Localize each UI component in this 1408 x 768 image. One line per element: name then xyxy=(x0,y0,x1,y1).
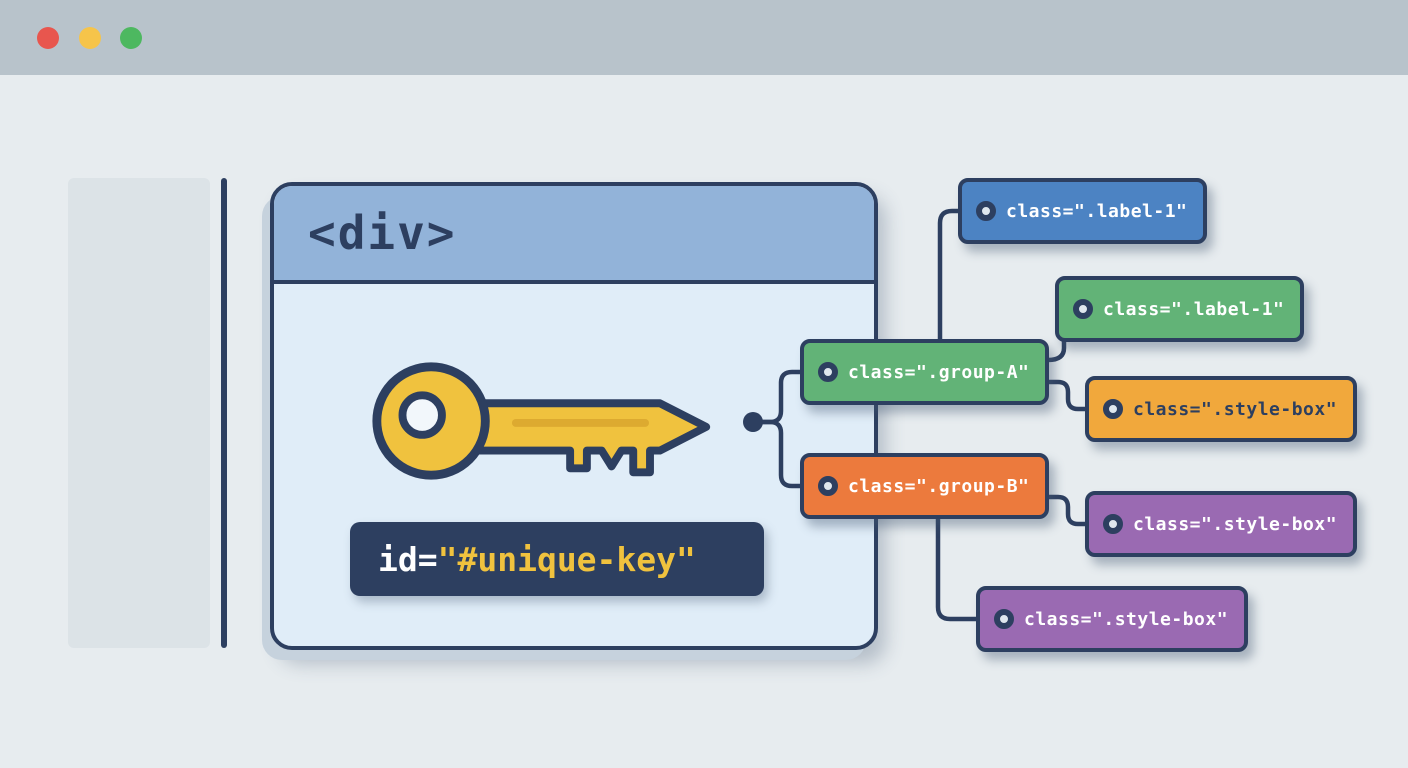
vertical-divider xyxy=(221,178,227,648)
minimize-button[interactable] xyxy=(79,27,101,49)
key-icon xyxy=(372,362,711,480)
tag-label: class=".label-1" xyxy=(1006,200,1188,222)
card-header: <div> xyxy=(274,186,874,284)
tag-label: class=".style-box" xyxy=(1024,608,1229,630)
id-attribute-value: "#unique-key" xyxy=(437,539,696,579)
div-element-card: <div> id= "#unique-key" xyxy=(270,182,878,650)
tag-label: class=".group-B" xyxy=(848,475,1030,497)
window-titlebar xyxy=(0,0,1408,75)
tag-label: class=".style-box" xyxy=(1133,398,1338,420)
tag-eyelet-icon xyxy=(1103,514,1123,534)
class-tag-group-b: class=".group-B" xyxy=(800,453,1050,519)
tag-label: class=".label-1" xyxy=(1103,298,1285,320)
close-button[interactable] xyxy=(37,27,59,49)
tag-eyelet-icon xyxy=(818,362,838,382)
tag-eyelet-icon xyxy=(976,201,996,221)
div-tag-label: <div> xyxy=(308,206,457,260)
tag-label: class=".group-A" xyxy=(848,361,1030,383)
class-tag-style-box-purple: class=".style-box" xyxy=(1085,491,1358,557)
class-tag-style-box-purple-bottom: class=".style-box" xyxy=(976,586,1249,652)
tag-eyelet-icon xyxy=(994,609,1014,629)
id-attribute-prefix: id= xyxy=(378,539,438,579)
zoom-button[interactable] xyxy=(120,27,142,49)
tag-label: class=".style-box" xyxy=(1133,513,1338,535)
class-tag-label-1-blue: class=".label-1" xyxy=(958,178,1208,244)
id-attribute-box: id= "#unique-key" xyxy=(350,522,764,596)
tag-eyelet-icon xyxy=(1103,399,1123,419)
class-tag-label-1-green: class=".label-1" xyxy=(1055,276,1305,342)
class-tag-group-a: class=".group-A" xyxy=(800,339,1050,405)
sidebar-placeholder xyxy=(68,178,210,648)
tag-eyelet-icon xyxy=(1073,299,1093,319)
tag-eyelet-icon xyxy=(818,476,838,496)
class-tag-style-box-orange: class=".style-box" xyxy=(1085,376,1358,442)
